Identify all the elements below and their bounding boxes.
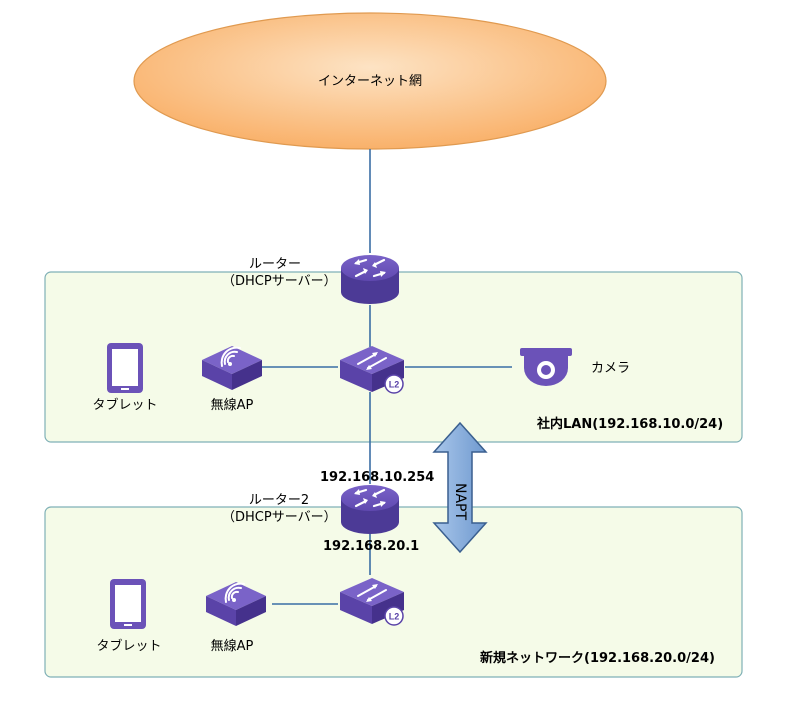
wifi-ap1-label: 無線AP <box>210 398 254 413</box>
router1-role: （DHCPサーバー） <box>222 274 337 289</box>
l2-badge-1: L2 <box>389 380 400 390</box>
router1-icon <box>341 255 399 304</box>
links <box>262 149 512 605</box>
router2-name: ルーター2 <box>248 493 310 508</box>
l2-switch1-icon: L2 <box>340 346 404 394</box>
l2-switch2-icon: L2 <box>340 578 404 626</box>
camera-icon <box>520 348 572 386</box>
tablet2-label: タブレット <box>96 639 162 654</box>
camera-label: カメラ <box>591 361 631 376</box>
l2-badge-2: L2 <box>389 612 400 622</box>
router2-upper-ip: 192.168.10.254 <box>320 470 435 485</box>
wifi-ap2-label: 無線AP <box>210 639 254 654</box>
router2-icon <box>341 485 399 534</box>
napt-arrow <box>432 421 488 554</box>
wireless-ap1-icon <box>202 346 262 390</box>
router2-lower-ip: 192.168.20.1 <box>323 539 420 554</box>
napt-label: NAPT <box>452 483 468 521</box>
tablet1-label: タブレット <box>92 398 158 413</box>
tablet1-icon <box>107 343 143 393</box>
router1-name: ルーター <box>248 257 301 272</box>
internet-label: インターネット網 <box>317 74 422 89</box>
tablet2-icon <box>110 579 146 629</box>
office-lan-label: 社内LAN(192.168.10.0/24) <box>537 417 724 432</box>
router2-role: （DHCPサーバー） <box>222 510 337 525</box>
wireless-ap2-icon <box>206 582 266 626</box>
new-network-label: 新規ネットワーク(192.168.20.0/24) <box>480 651 715 666</box>
